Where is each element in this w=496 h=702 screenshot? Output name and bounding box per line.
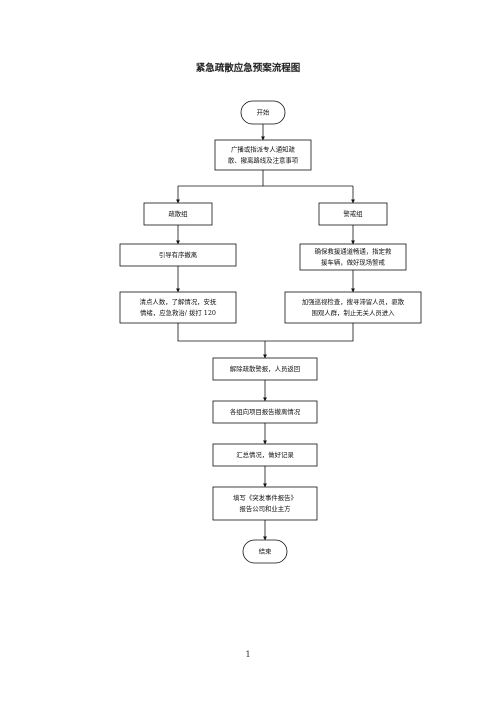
node-evac-group <box>143 202 213 226</box>
node-label-alert-group: 警戒组 <box>343 209 363 218</box>
node-label-broadcast: 广播或指派专人通知疏散、撤离路线及注意事项 <box>228 145 299 165</box>
node-report-proj <box>212 400 318 424</box>
node-label-line: 加强巡视检查，搜寻滞留人员，驱散 <box>302 297 405 306</box>
node-label-line: 散、撤离路线及注意事项 <box>228 156 299 165</box>
node-label-line: 广播或指派专人通知疏 <box>231 145 296 154</box>
node-label-line: 引导有序撤离 <box>159 250 197 259</box>
node-label-report-proj: 各组向项目报告撤离情况 <box>230 407 301 416</box>
node-patrol <box>284 291 422 324</box>
node-label-line: 围观人群，制止无关人员进入 <box>311 308 395 317</box>
node-label-line: 解除疏散警报，人员返回 <box>230 364 300 373</box>
node-label-line: 疏散组 <box>168 209 188 218</box>
node-label-line: 警戒组 <box>343 209 363 218</box>
node-fill-report <box>212 486 318 521</box>
node-broadcast <box>214 139 312 171</box>
node-label-line: 开始 <box>257 108 270 117</box>
page-title: 紧急疏散应急预案流程图 <box>195 63 301 74</box>
node-label-end: 结束 <box>259 547 272 556</box>
node-label-line: 结束 <box>259 547 272 556</box>
node-label-guide: 引导有序撤离 <box>159 250 197 259</box>
node-label-line: 情绪，应急救治/ 拨打 120 <box>140 308 216 317</box>
node-alert-group <box>318 202 388 226</box>
node-label-count: 清点人数，了解情况，安抚情绪，应急救治/ 拨打 120 <box>140 297 217 317</box>
node-label-line: 报告公司和业主方 <box>239 504 290 513</box>
node-label-line: 确保救援通道畅通，指定救 <box>315 247 392 256</box>
node-label-lift: 解除疏散警报，人员返回 <box>230 364 300 373</box>
node-label-patrol: 加强巡视检查，搜寻滞留人员，驱散围观人群，制止无关人员进入 <box>302 297 405 317</box>
node-label-line: 各组向项目报告撤离情况 <box>230 407 301 416</box>
node-label-line: 援车辆，做好现场警戒 <box>321 258 386 267</box>
page-number: 1 <box>245 650 251 659</box>
node-label-summary: 汇总情况，做好记录 <box>236 450 294 459</box>
node-label-start: 开始 <box>257 108 270 117</box>
node-count <box>119 291 237 324</box>
node-start <box>240 100 286 125</box>
node-label-line: 汇总情况，做好记录 <box>236 450 294 459</box>
node-label-line: 清点人数，了解情况，安抚 <box>140 297 217 306</box>
node-summary <box>212 443 318 467</box>
edge-count-merge <box>177 323 354 342</box>
node-guide <box>119 243 237 267</box>
node-lift <box>212 357 318 381</box>
node-end <box>242 539 288 564</box>
node-label-evac-group: 疏散组 <box>168 209 188 218</box>
node-ensure-road <box>299 243 407 271</box>
node-label-ensure-road: 确保救援通道畅通，指定救援车辆，做好现场警戒 <box>315 247 392 267</box>
node-label-line: 填写《突发事件报告》 <box>233 493 297 502</box>
node-label-fill-report: 填写《突发事件报告》报告公司和业主方 <box>233 493 297 513</box>
